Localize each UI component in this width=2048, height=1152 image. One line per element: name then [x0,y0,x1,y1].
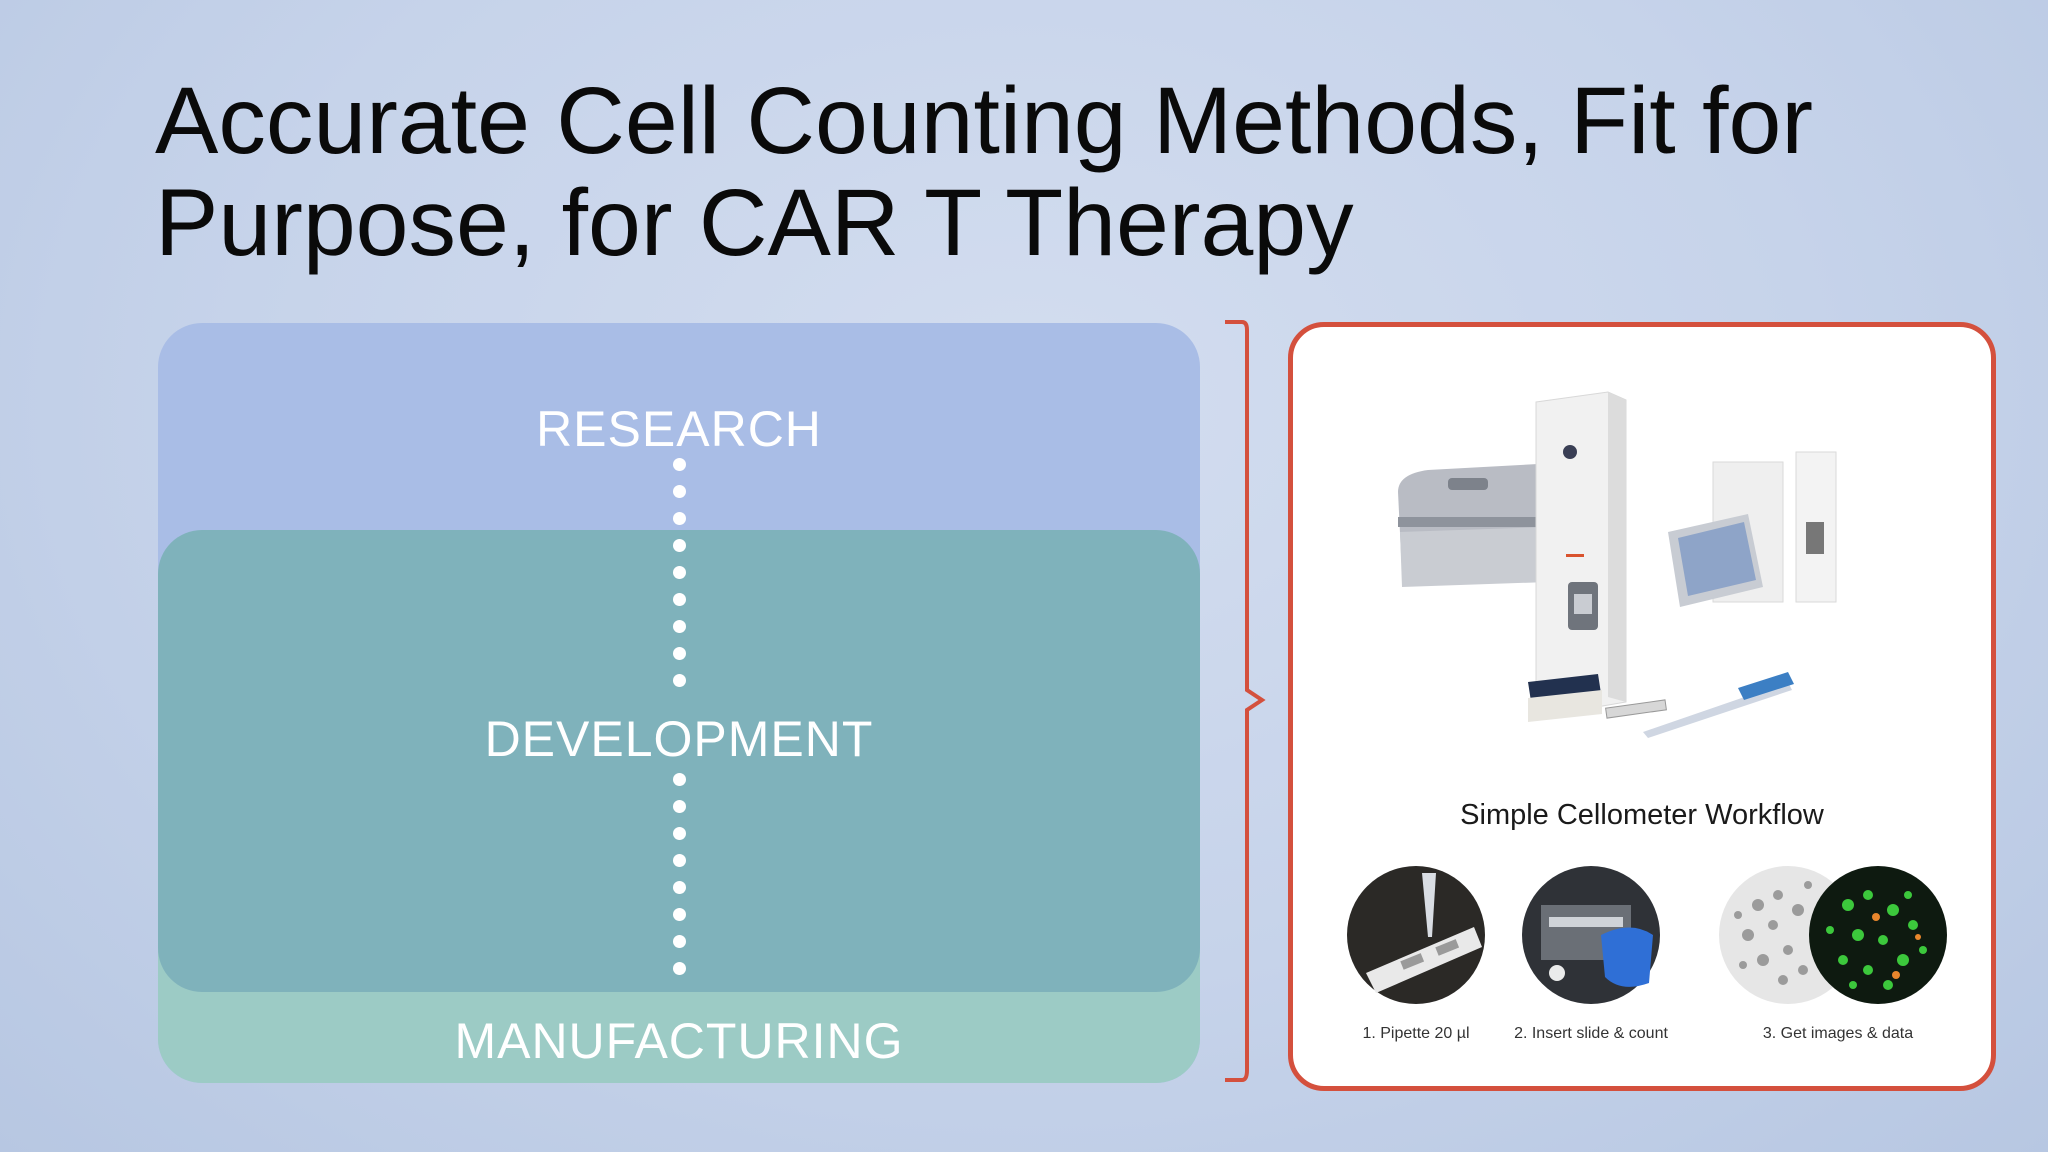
workflow-step-2-caption: 2. Insert slide & count [1514,1025,1668,1042]
curly-brace-icon [1225,320,1266,1082]
workflow-step-2: 2. Insert slide & count [1486,865,1696,1043]
slides-and-box [1528,674,1667,722]
manufacturing-label: MANUFACTURING [454,1013,904,1069]
cellometer-product-panel: Simple Cellometer Workflow 1. Pipette 20… [1288,322,1996,1091]
dotted-connector-lower [671,773,687,989]
workflow-step-3: 3. Get images & data [1713,865,1963,1043]
workflow-step-1-caption: 1. Pipette 20 µl [1362,1025,1470,1042]
slide-title-line-1: Accurate Cell Counting Methods, Fit for [155,68,1813,174]
workflow-step-1: 1. Pipette 20 µl [1311,865,1521,1043]
cellometer-instruments-image [1398,391,1837,738]
research-label: RESEARCH [536,401,822,457]
insert-slide-step-icon [1522,866,1660,1004]
workflow-step-3-caption: 3. Get images & data [1762,1025,1914,1042]
instrument-tablet [1668,451,1837,607]
dotted-connector-upper [671,458,687,701]
workflow-title: Simple Cellometer Workflow [1460,799,1824,831]
slide-title: Accurate Cell Counting Methods, Fit for … [155,70,1855,274]
pipette-step-icon [1347,866,1485,1004]
slide-title-line-2: Purpose, for CAR T Therapy [155,170,1354,276]
instrument-tall [1535,391,1627,715]
instrument-left [1398,464,1548,587]
images-and-data-step-icon [1719,866,1947,1004]
development-label: DEVELOPMENT [484,711,874,767]
